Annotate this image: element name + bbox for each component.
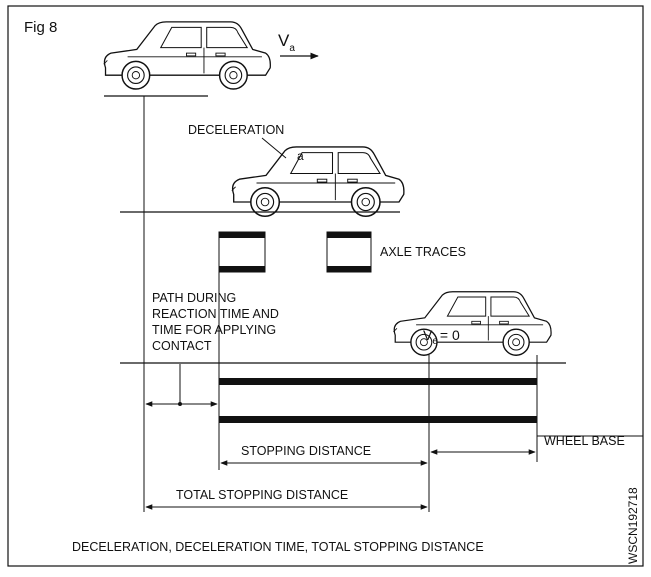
car-stopped <box>392 291 552 356</box>
decel-symbol: a <box>297 149 304 163</box>
svg-text:REACTION TIME AND: REACTION TIME AND <box>152 307 279 321</box>
car-decelerating <box>231 146 405 218</box>
reaction-leader-dot <box>178 402 182 406</box>
axle-trace-left <box>218 231 266 273</box>
svg-text:TIME FOR APPLYING: TIME FOR APPLYING <box>152 323 276 337</box>
car-initial <box>102 21 272 90</box>
axle-traces-label: AXLE TRACES <box>380 245 466 259</box>
figure-caption: DECELERATION, DECELERATION TIME, TOTAL S… <box>72 540 484 554</box>
final-velocity-label: Ve= 0 <box>423 327 460 347</box>
velocity-label: Va <box>278 31 295 54</box>
total-stopping-distance-label: TOTAL STOPPING DISTANCE <box>176 488 348 502</box>
skid-marks <box>219 378 538 423</box>
axle-trace-right <box>326 231 372 273</box>
figure-label: Fig 8 <box>24 19 57 36</box>
figure-frame <box>7 5 644 567</box>
svg-text:CONTACT: CONTACT <box>152 339 212 353</box>
reaction-path-label: PATH DURING REACTION TIME AND TIME FOR A… <box>152 291 279 353</box>
wheel-base-label: WHEEL BASE <box>544 434 625 448</box>
stopping-distance-label: STOPPING DISTANCE <box>241 444 371 458</box>
svg-text:PATH DURING: PATH DURING <box>152 291 236 305</box>
figure-code: WSCN192718 <box>626 487 640 564</box>
deceleration-label: DECELERATION <box>188 123 284 137</box>
